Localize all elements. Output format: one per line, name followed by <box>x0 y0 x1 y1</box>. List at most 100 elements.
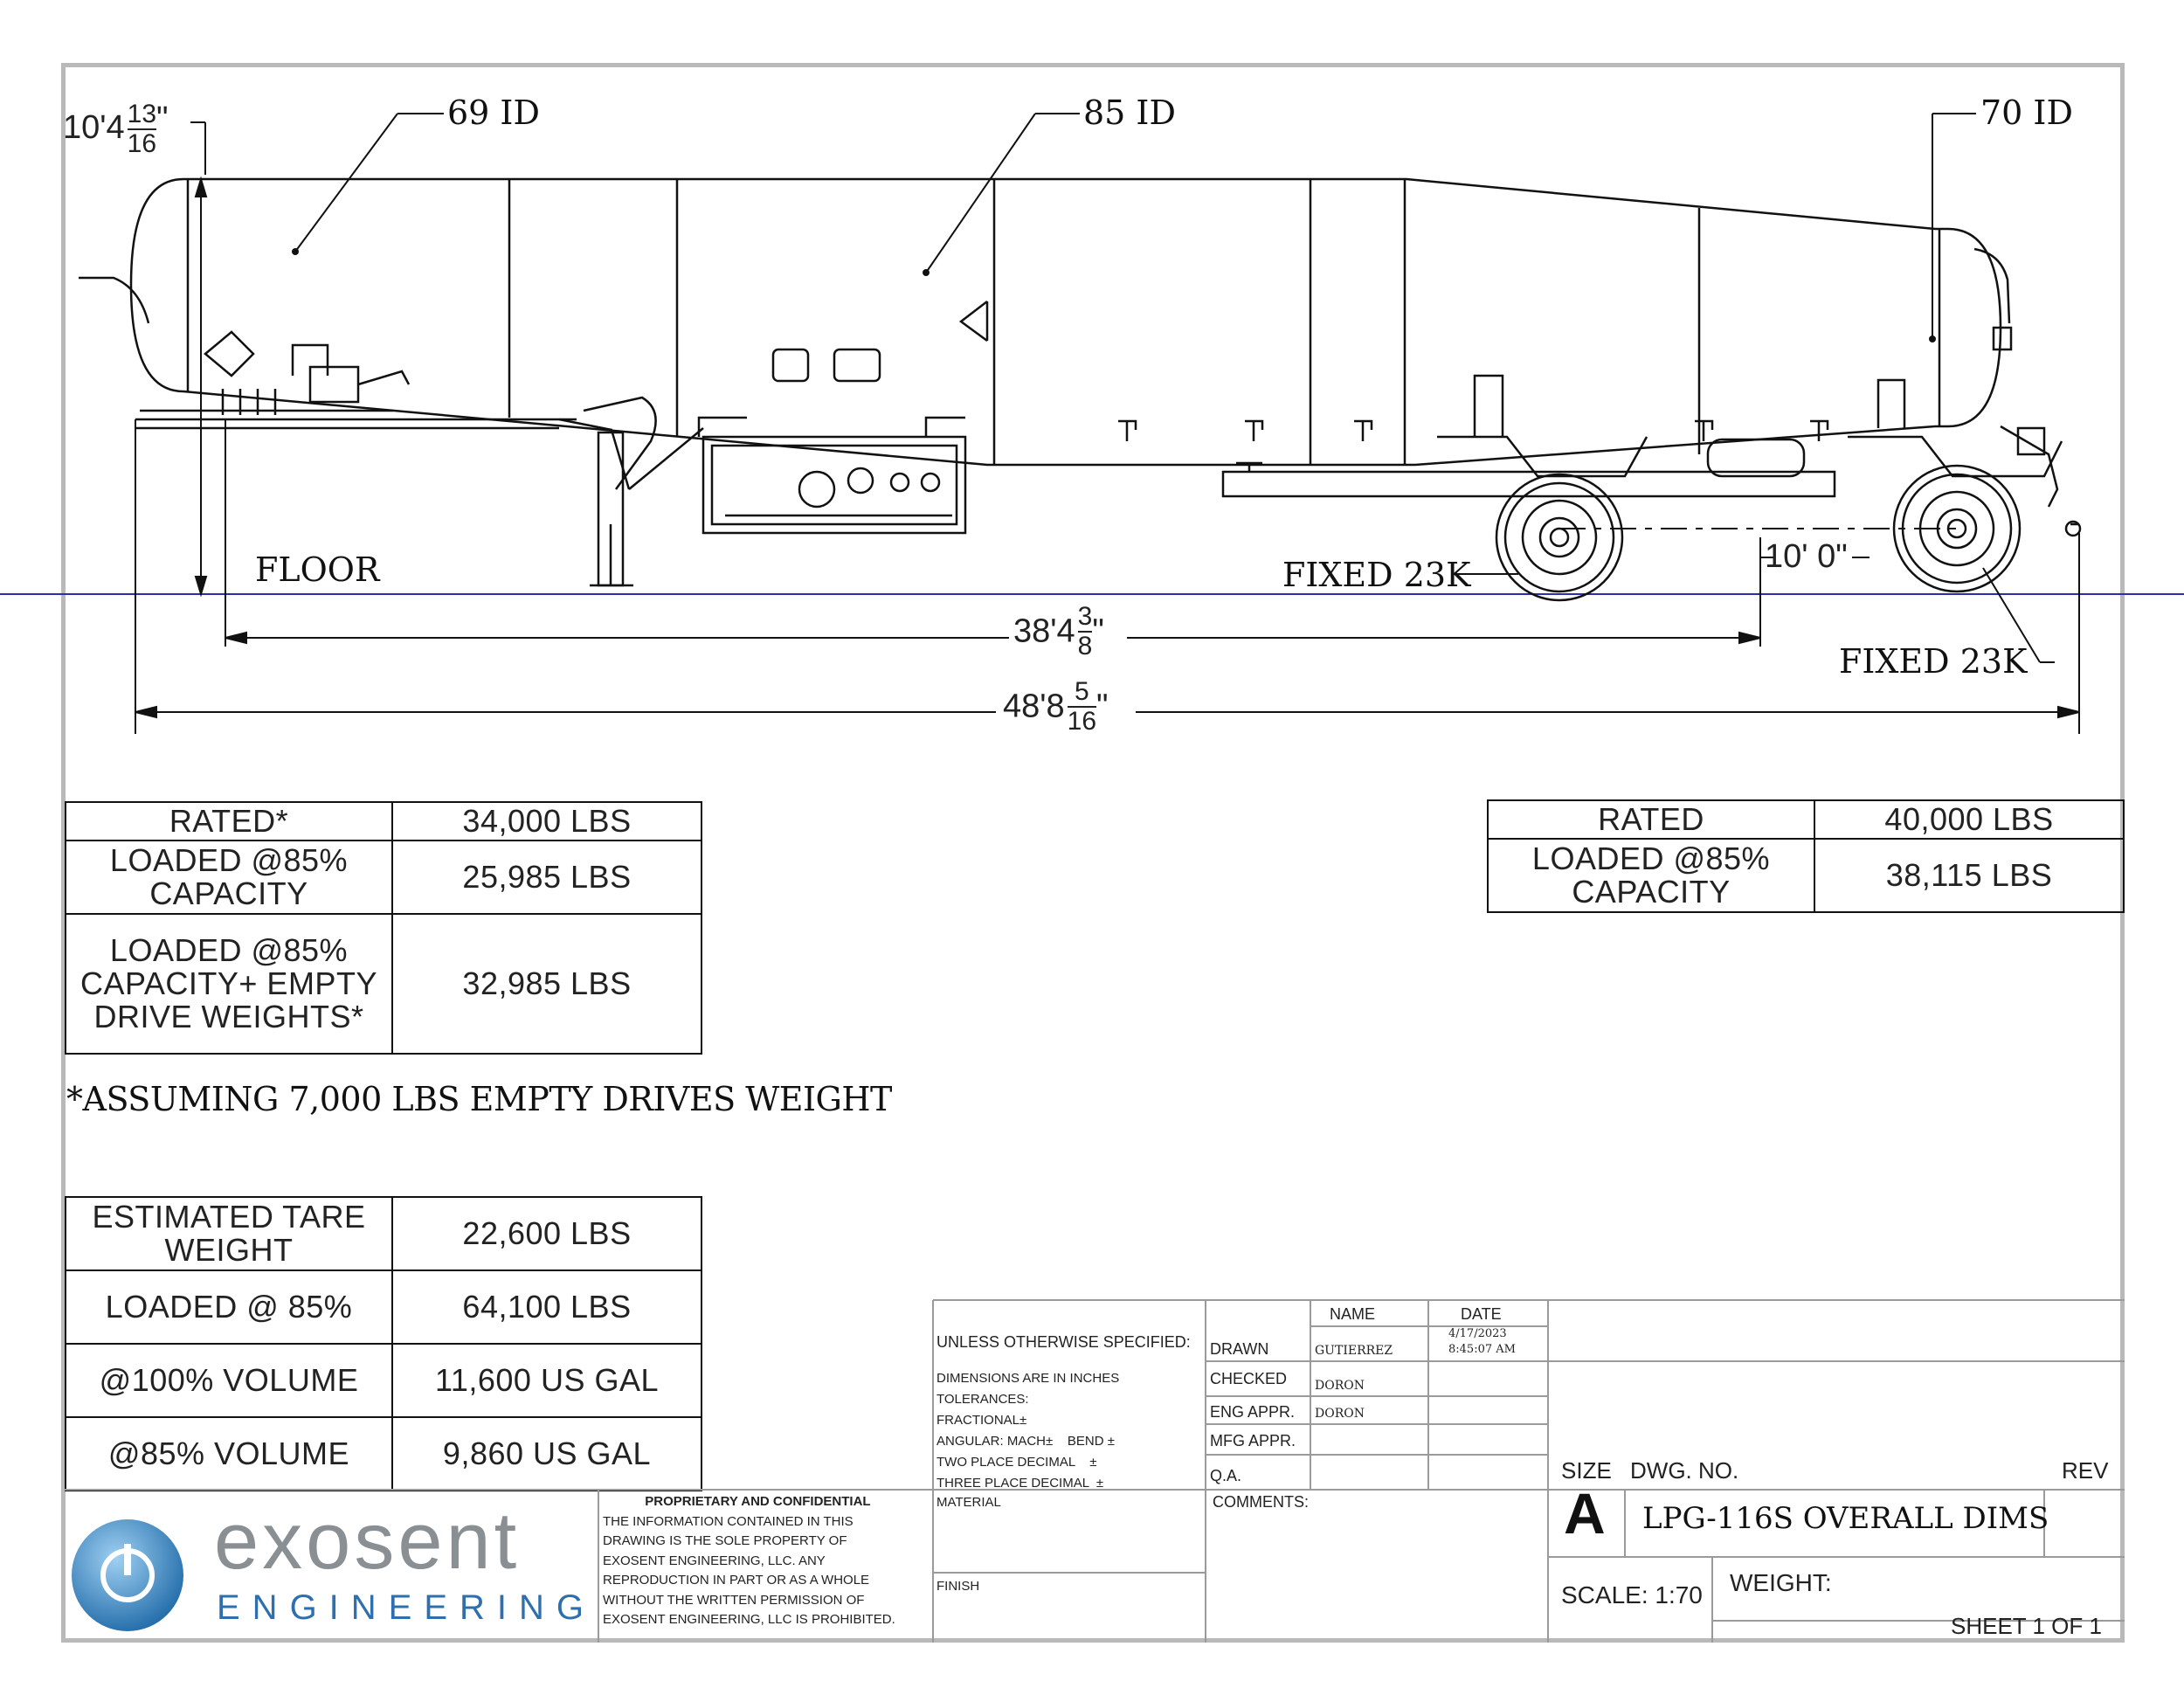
fractional-label: FRACTIONAL± <box>936 1413 1027 1428</box>
height-dim-suffix: " <box>156 100 169 137</box>
label-line: RATED <box>1598 801 1704 837</box>
label-line: CAPACITY <box>149 875 308 911</box>
label-line: LOADED @85% <box>109 842 349 878</box>
label-line: LOADED @ 85% <box>105 1289 353 1325</box>
label-line: LOADED @85% <box>1531 841 1771 876</box>
label-line: CAPACITY+ EMPTY <box>80 965 377 1001</box>
overall-dim-numerator: 5 <box>1067 678 1097 708</box>
ground-reference-line <box>0 593 2184 595</box>
row-label: @100% VOLUME <box>65 1343 393 1418</box>
label-line: CAPACITY <box>1572 874 1731 910</box>
tank-shell <box>129 177 2002 467</box>
qa-label: Q.A. <box>1210 1467 1242 1484</box>
mfg-appr-label: MFG APPR. <box>1210 1432 1296 1449</box>
kingpin-dim-suffix: " <box>1092 612 1104 650</box>
height-dim-prefix: 10'4 <box>63 109 125 147</box>
proprietary-line: THE INFORMATION CONTAINED IN THIS <box>603 1513 854 1529</box>
proprietary-line: EXOSENT ENGINEERING, LLC IS PROHIBITED. <box>603 1612 895 1627</box>
eng-appr-label: ENG APPR. <box>1210 1403 1296 1421</box>
angular-label: ANGULAR: MACH± BEND ± <box>936 1434 1115 1449</box>
checked-name: DORON <box>1315 1379 1365 1393</box>
overall-dim-suffix: " <box>1096 688 1109 725</box>
two-place-label: TWO PLACE DECIMAL ± <box>936 1455 1097 1470</box>
label-line: DRIVE WEIGHTS* <box>93 999 364 1034</box>
table-row: RATED 40,000 LBS <box>1487 799 2125 840</box>
logo-wordmark: exosent <box>214 1497 521 1586</box>
label-line: @100% VOLUME <box>99 1362 359 1398</box>
row-label: LOADED @85%CAPACITY <box>65 840 393 915</box>
kingpin-dim-numerator: 3 <box>1077 602 1093 633</box>
drawn-label: DRAWN <box>1210 1340 1269 1358</box>
proprietary-line: DRAWING IS THE SOLE PROPERTY OF <box>603 1533 847 1548</box>
row-value: 34,000 LBS <box>391 801 702 841</box>
scale-label: SCALE: 1:70 <box>1561 1581 1703 1608</box>
row-label: LOADED @ 85% <box>65 1269 393 1345</box>
dwg-no-label: DWG. NO. <box>1630 1457 1739 1484</box>
dims-inches-label: DIMENSIONS ARE IN INCHES <box>936 1371 1120 1386</box>
callout-70-id: 70 ID <box>1980 93 2073 132</box>
row-label: RATED <box>1487 799 1815 840</box>
overall-dim-prefix: 48'8 <box>1003 688 1065 725</box>
sheet-label: SHEET 1 OF 1 <box>1951 1613 2102 1639</box>
table-row: @100% VOLUME 11,600 US GAL <box>65 1343 702 1418</box>
row-value: 40,000 LBS <box>1814 799 2125 840</box>
label-line: @85% VOLUME <box>107 1435 350 1471</box>
drawn-time-value: 8:45:07 AM <box>1448 1343 1516 1356</box>
height-dim-denominator: 16 <box>127 129 157 158</box>
label-line: RATED* <box>169 803 289 839</box>
row-value: 38,115 LBS <box>1814 838 2125 913</box>
label-line: LOADED @85% <box>109 932 349 968</box>
fixed-front-axle-label: FIXED 23K <box>1282 556 1471 594</box>
tolerances-label: TOLERANCES: <box>936 1392 1029 1407</box>
row-value: 64,100 LBS <box>391 1269 702 1345</box>
drawn-date-value: 4/17/2023 <box>1448 1327 1507 1340</box>
axle-load-table: RATED 40,000 LBS LOADED @85%CAPACITY 38,… <box>1487 799 2125 913</box>
proprietary-line: REPRODUCTION IN PART OR AS A WHOLE <box>603 1573 870 1588</box>
name-column-header: NAME <box>1330 1305 1376 1323</box>
table-row: LOADED @ 85% 64,100 LBS <box>65 1269 702 1345</box>
kingpin-dim-prefix: 38'4 <box>1013 612 1075 650</box>
overall-dim-denominator: 16 <box>1067 707 1097 736</box>
row-value: 22,600 LBS <box>391 1196 702 1271</box>
rear-axle-wheel <box>1892 464 2022 593</box>
callout-69-id: 69 ID <box>447 93 540 132</box>
three-place-label: THREE PLACE DECIMAL ± <box>936 1476 1104 1491</box>
fixed-rear-axle-label: FIXED 23K <box>1839 642 2028 681</box>
proprietary-title: PROPRIETARY AND CONFIDENTIAL <box>645 1494 871 1509</box>
callout-85-id: 85 ID <box>1083 93 1176 132</box>
row-value: 25,985 LBS <box>391 840 702 915</box>
height-dim-numerator: 13 <box>127 100 157 130</box>
axle-spacing-label: 10' 0" <box>1765 538 1848 575</box>
proprietary-notice: PROPRIETARY AND CONFIDENTIAL THE INFORMA… <box>603 1492 895 1630</box>
row-label: LOADED @85%CAPACITY <box>1487 838 1815 913</box>
checked-label: CHECKED <box>1210 1370 1288 1387</box>
unless-specified-label: UNLESS OTHERWISE SPECIFIED: <box>936 1333 1191 1351</box>
material-label: MATERIAL <box>936 1495 1001 1510</box>
power-logo-icon <box>72 1519 183 1631</box>
table-row: @85% VOLUME 9,860 US GAL <box>65 1416 702 1491</box>
eng-appr-name: DORON <box>1315 1407 1365 1421</box>
size-value: A <box>1564 1481 1606 1546</box>
trailer-side-view <box>79 113 2082 734</box>
kingpin-load-table: RATED* 34,000 LBS LOADED @85%CAPACITY 25… <box>65 801 702 1055</box>
row-value: 11,600 US GAL <box>391 1343 702 1418</box>
label-line: ESTIMATED TARE <box>92 1199 366 1235</box>
size-label: SIZE <box>1561 1457 1612 1484</box>
assumption-note: *ASSUMING 7,000 LBS EMPTY DRIVES WEIGHT <box>66 1080 892 1118</box>
row-label: RATED* <box>65 801 393 841</box>
proprietary-line: WITHOUT THE WRITTEN PERMISSION OF <box>603 1592 865 1608</box>
drawn-date: 4/17/2023 8:45:07 AM <box>1448 1326 1516 1358</box>
label-line: WEIGHT <box>164 1232 294 1268</box>
rev-label: REV <box>2062 1457 2109 1484</box>
comments-label: COMMENTS: <box>1213 1493 1309 1511</box>
date-column-header: DATE <box>1461 1305 1502 1323</box>
row-value: 32,985 LBS <box>391 913 702 1055</box>
